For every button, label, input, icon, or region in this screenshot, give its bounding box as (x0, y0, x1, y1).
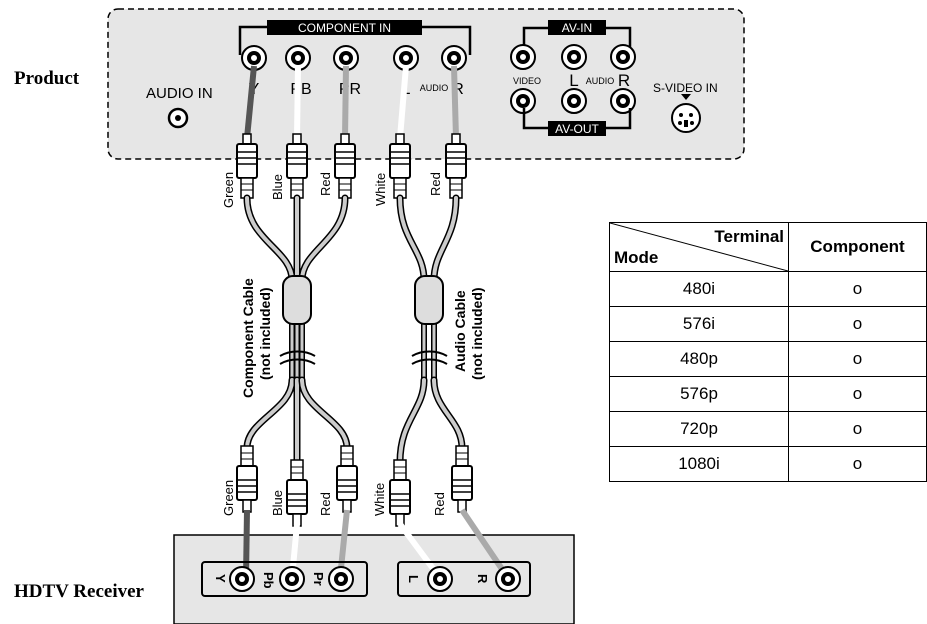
hdtv-receiver-label: HDTV Receiver (14, 581, 145, 602)
component-header: Component (788, 222, 927, 272)
receiver-jack-r (495, 566, 521, 592)
mode-cell: 720p (609, 411, 789, 447)
mode-cell: 480p (609, 341, 789, 377)
receiver-jack-l (427, 566, 453, 592)
receiver-audio-group (397, 561, 531, 597)
top-plug-red2-label: Red (428, 172, 443, 196)
component-cell: o (788, 341, 927, 377)
av-out-label: AV-OUT (555, 122, 599, 136)
av-out-l-jack (561, 88, 587, 114)
component-cable-ferrite (282, 275, 312, 325)
table-row: 576p o (609, 376, 927, 412)
s-video-in-label: S-VIDEO IN (653, 81, 718, 95)
terminal-header-label: Terminal (714, 227, 784, 246)
component-cell: o (788, 446, 927, 482)
receiver-r-label: R (475, 574, 490, 584)
receiver-jack-pr (328, 566, 354, 592)
audio-small-label: AUDIO (420, 83, 449, 93)
video-label: VIDEO (513, 76, 541, 86)
audio-cable-ferrite (414, 275, 444, 325)
table-row: 576i o (609, 306, 927, 342)
bottom-plug-blue-label: Blue (270, 490, 285, 516)
audio-cable-label: Audio Cable (452, 290, 468, 372)
receiver-pr-label: Pr (311, 572, 326, 586)
mode-cell: 576p (609, 376, 789, 412)
av-in-l-jack (561, 44, 587, 70)
receiver-component-group (201, 561, 368, 597)
av-r-label: R (618, 71, 630, 90)
bottom-plug-red-label: Red (318, 492, 333, 516)
mode-header-label: Mode (614, 248, 659, 267)
component-cell: o (788, 411, 927, 447)
bottom-plug-white-label: White (372, 483, 387, 516)
mode-cell: 480i (609, 271, 789, 307)
top-plug-white-label: White (373, 173, 388, 206)
component-in-label: COMPONENT IN (298, 21, 391, 35)
top-plug-blue-label: Blue (270, 174, 285, 200)
av-in-video-jack (510, 44, 536, 70)
top-plug-red-label: Red (318, 172, 333, 196)
jack-r-label: R (452, 81, 464, 98)
bottom-plug-green-label: Green (221, 480, 236, 516)
component-cell: o (788, 271, 927, 307)
mode-cell: 1080i (609, 446, 789, 482)
av-l-label: L (569, 71, 578, 90)
mode-table: Terminal Mode Component 480i o 576i o 48… (609, 222, 927, 482)
component-cell: o (788, 376, 927, 412)
table-row: 480p o (609, 341, 927, 377)
component-cable-label: Component Cable (240, 278, 256, 398)
audio-cable-note: (not included) (469, 287, 485, 380)
av-in-r-jack (610, 44, 636, 70)
jack-pr-label: PR (339, 81, 361, 98)
receiver-jack-pb (279, 566, 305, 592)
top-plug-green-label: Green (221, 172, 236, 208)
receiver-l-label: L (406, 575, 421, 583)
mode-cell: 576i (609, 306, 789, 342)
table-row: 720p o (609, 411, 927, 447)
receiver-jack-y (229, 566, 255, 592)
component-cell: o (788, 306, 927, 342)
product-label: Product (14, 68, 80, 89)
mode-table-header: Terminal Mode Component (609, 222, 927, 272)
av-audio-label: AUDIO (586, 76, 615, 86)
receiver-pb-label: Pb (261, 572, 276, 589)
s-video-jack (671, 103, 701, 133)
table-row: 1080i o (609, 446, 927, 482)
jack-pb-label: PB (290, 81, 311, 98)
audio-in-label: AUDIO IN (146, 85, 213, 102)
av-out-r-jack (610, 88, 636, 114)
component-cable-note: (not included) (257, 287, 273, 380)
av-in-label: AV-IN (562, 21, 592, 35)
audio-in-jack (167, 107, 189, 129)
mode-terminal-header: Terminal Mode (609, 222, 789, 272)
table-row: 480i o (609, 271, 927, 307)
bottom-plug-red2-label: Red (432, 492, 447, 516)
receiver-y-label: Y (213, 574, 228, 583)
